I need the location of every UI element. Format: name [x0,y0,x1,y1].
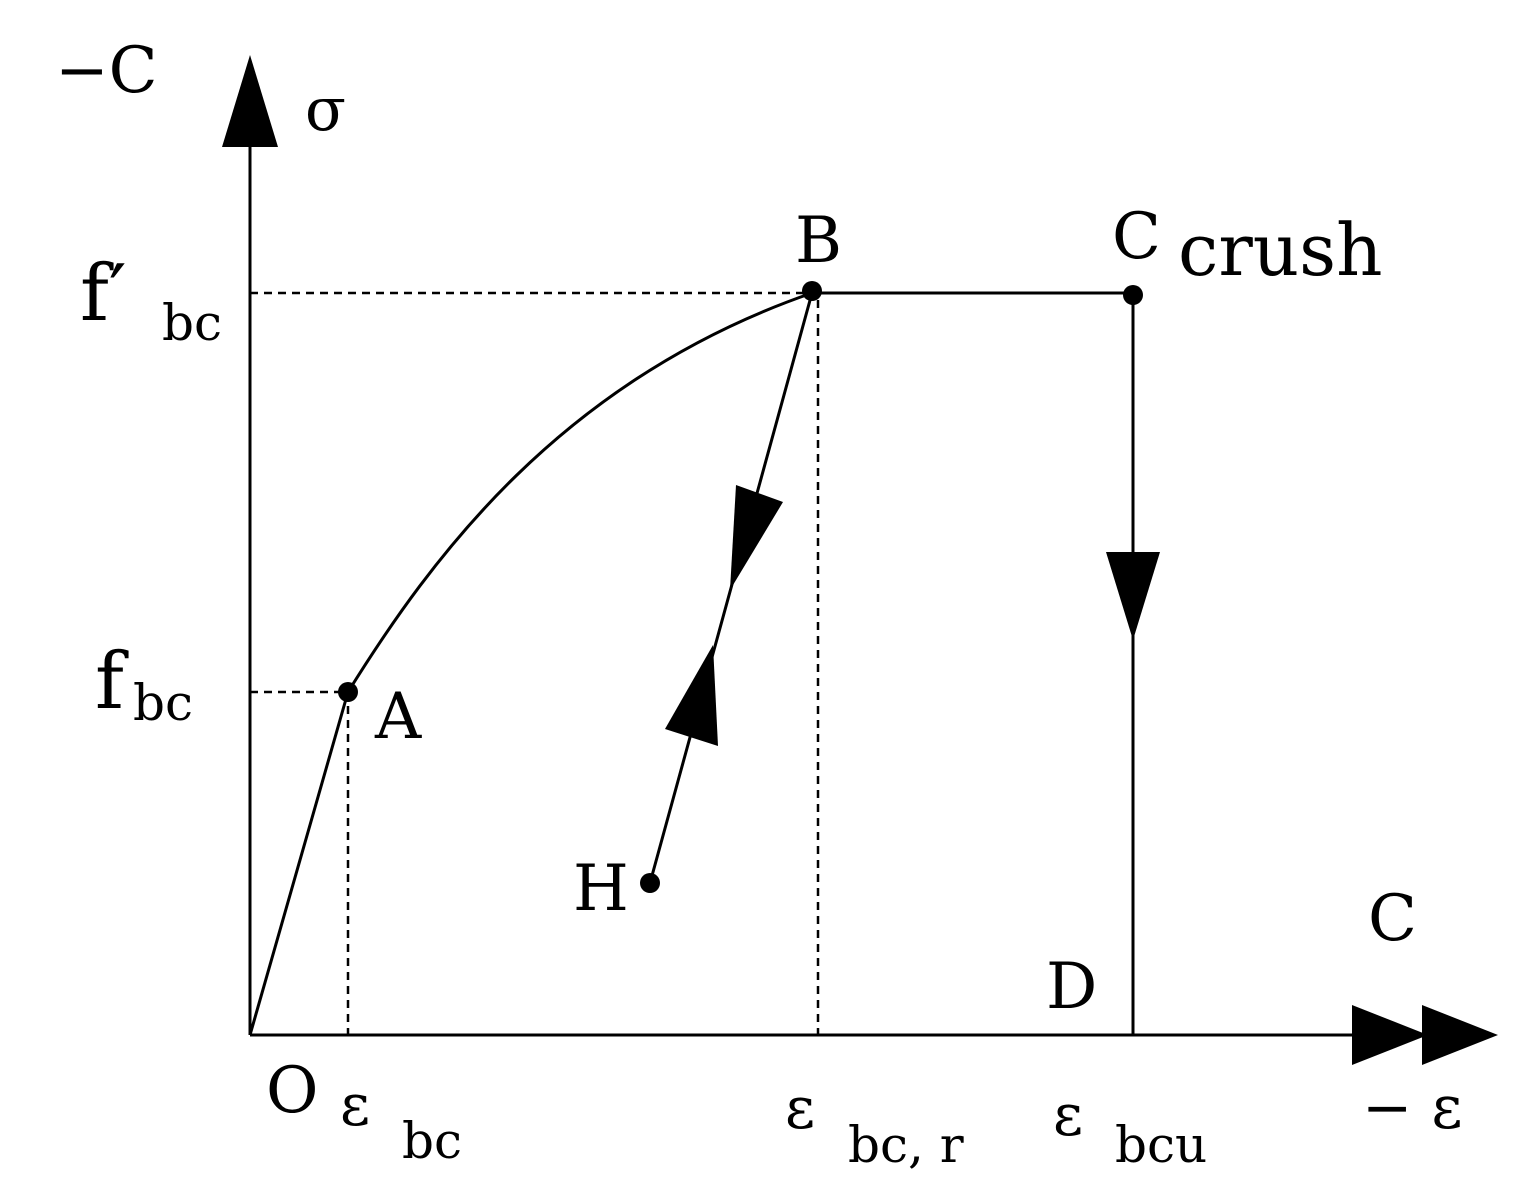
y-corner-label: −C [55,34,158,108]
x-axis-label: − ε [1362,1073,1462,1143]
label-crush: crush [1178,208,1382,292]
point-A [338,682,358,702]
segment-O-A [248,691,350,1036]
f-bc-main: f [95,637,129,727]
label-D: D [1046,950,1097,1024]
point-C [1123,285,1143,305]
origin-label: O [266,1054,318,1128]
label-C: C [1112,200,1161,274]
x-axis-arrow-icon-1 [1352,1005,1428,1065]
point-H [640,873,660,893]
eps-bc-sub: bc [402,1112,462,1170]
eps-bc-r-main: ε [785,1074,815,1142]
y-axis-arrow-icon [222,55,278,147]
f-bc-prime-main: f′ [80,249,127,339]
x-axis-arrow-icon-2 [1422,1005,1498,1065]
curve-A-B [346,291,813,693]
label-B: B [795,204,842,278]
eps-bcu-sub: bcu [1115,1116,1207,1174]
eps-bc-r-sub: bc, r [848,1116,964,1174]
label-A: A [374,680,422,754]
unload-arrow-icon [730,485,783,590]
eps-bcu-main: ε [1053,1081,1083,1149]
x-corner-label: C [1368,882,1417,956]
f-bc-prime-sub: bc [162,294,222,352]
point-B [802,281,822,301]
reload-arrow-icon [665,645,718,746]
y-axis-label: σ [305,75,346,145]
label-H: H [573,852,629,926]
eps-bc-main: ε [340,1071,370,1139]
crush-arrow-icon [1106,552,1160,640]
f-bc-sub: bc [133,674,193,732]
